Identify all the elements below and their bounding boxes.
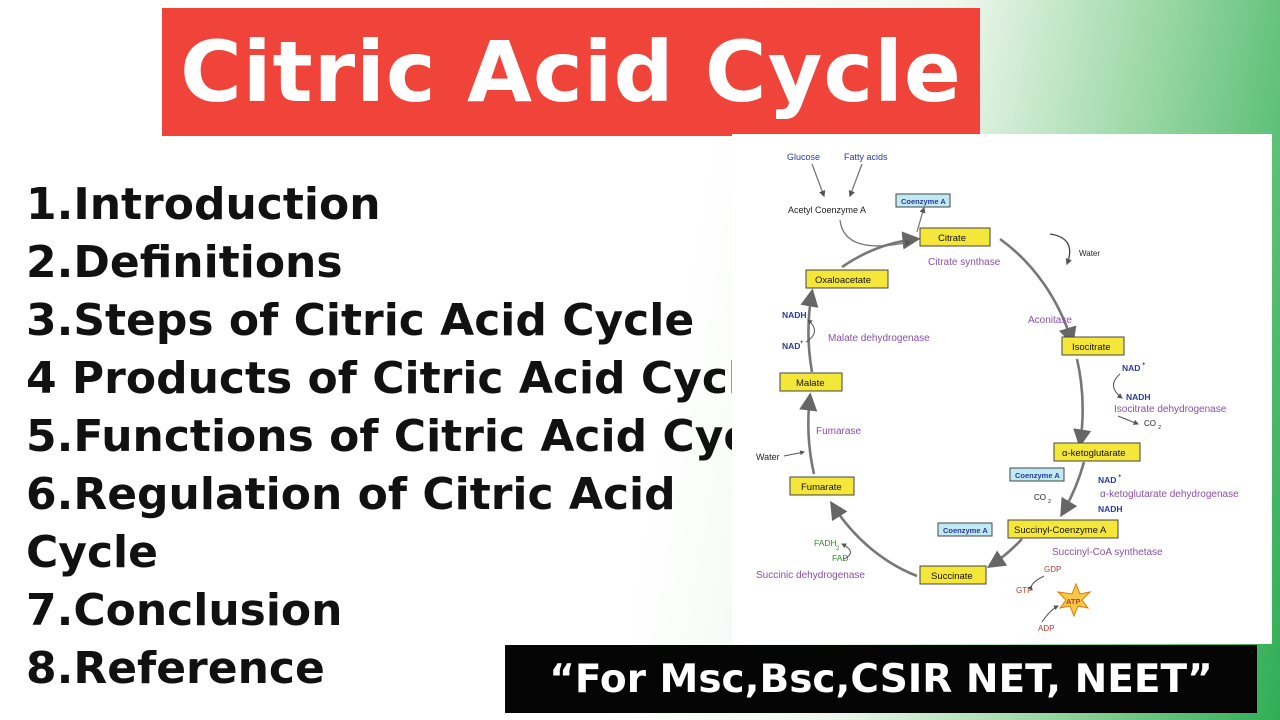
succinic-dh-label: Succinic dehydrogenase <box>756 570 865 581</box>
citrate-synthase-label: Citrate synthase <box>928 257 1001 268</box>
contents-item: 2.Definitions <box>26 237 343 288</box>
oxaloacetate-box <box>805 269 889 289</box>
fadh-label: FADH <box>814 538 837 548</box>
nad-label: NAD <box>782 341 800 351</box>
oxaloacetate-label: Oxaloacetate <box>815 275 871 286</box>
contents-item: 7.Conclusion <box>26 585 343 636</box>
fumarase-label: Fumarase <box>816 426 861 437</box>
acetyl-coa-label: Acetyl Coenzyme A <box>788 205 866 215</box>
cycle-arc <box>799 392 818 475</box>
coenzyme-a-label: Coenzyme A <box>901 197 946 206</box>
citrate-label: Citrate <box>938 233 966 244</box>
citric-acid-cycle-diagram: Glucose Fatty acids Acetyl Coenzyme A Co… <box>732 134 1272 644</box>
nadh-label: NADH <box>1126 392 1151 402</box>
isocitrate-dh-label: Isocitrate dehydrogenase <box>1114 404 1227 415</box>
contents-item: 8.Reference <box>26 643 325 694</box>
malate-box <box>779 372 843 392</box>
gdp-label: GDP <box>1044 565 1061 574</box>
glucose-label: Glucose <box>787 152 820 162</box>
svg-text:2: 2 <box>1048 499 1051 505</box>
cycle-arc <box>1073 358 1092 448</box>
aconitase-label: Aconitase <box>1028 315 1072 326</box>
co2-label: CO <box>1144 419 1156 428</box>
water-label: Water <box>756 452 780 462</box>
alpha-ketoglutarate-box <box>1053 442 1141 462</box>
gtp-label: GTP <box>1016 586 1032 595</box>
cycle-arc <box>841 231 921 269</box>
fatty-acids-label: Fatty acids <box>844 152 888 162</box>
akg-dh-label: α-ketoglutarate dehydrogenase <box>1100 489 1239 500</box>
contents-list: 1.Introduction 2.Definitions 3.Steps of … <box>26 176 794 698</box>
svg-text:2: 2 <box>1158 425 1161 431</box>
isocitrate-label: Isocitrate <box>1072 342 1111 353</box>
adp-label: ADP <box>1038 624 1054 633</box>
svg-text:2: 2 <box>836 546 840 552</box>
atp-label: ATP <box>1066 597 1080 606</box>
alpha-ketoglutarate-label: α-ketoglutarate <box>1062 448 1126 459</box>
title-banner: Citric Acid Cycle <box>162 8 980 136</box>
contents-item: Cycle <box>26 527 158 578</box>
succinate-box <box>919 565 987 585</box>
malate-dh-label: Malate dehydrogenase <box>828 333 930 344</box>
svg-text:+: + <box>1142 362 1146 368</box>
malate-label: Malate <box>796 378 825 389</box>
svg-text:+: + <box>1118 474 1122 480</box>
nadh-label: NADH <box>782 310 807 320</box>
atp-burst-icon <box>1056 582 1092 618</box>
fumarate-label: Fumarate <box>801 482 842 493</box>
water-label: Water <box>1079 249 1100 258</box>
coenzyme-a-label: Coenzyme A <box>943 526 988 535</box>
fumarate-box <box>789 476 855 496</box>
succinyl-coa-synthetase-label: Succinyl-CoA synthetase <box>1052 547 1163 558</box>
cycle-arc <box>986 538 1023 569</box>
nad-label: NAD <box>1098 475 1116 485</box>
contents-item: 5.Functions of Citric Acid Cycle <box>26 411 795 462</box>
nad-label: NAD <box>1122 363 1140 373</box>
svg-text:+: + <box>800 340 804 346</box>
succinate-label: Succinate <box>931 571 973 582</box>
contents-item: 6.Regulation of Citric Acid <box>26 469 676 520</box>
nadh-label: NADH <box>1098 504 1123 514</box>
audience-text: “For Msc,Bsc,CSIR NET, NEET” <box>549 656 1213 702</box>
cycle-arc <box>800 288 819 373</box>
coenzyme-a-box <box>1009 467 1065 482</box>
succinyl-coa-box <box>1007 519 1119 539</box>
co2-label: CO <box>1034 493 1046 502</box>
contents-item: 4 Products of Citric Acid Cycle <box>26 353 773 404</box>
fad-label: FAD <box>832 553 849 563</box>
coenzyme-a-label: Coenzyme A <box>1015 471 1060 480</box>
coenzyme-a-box <box>937 522 993 537</box>
cycle-arc <box>999 237 1077 346</box>
contents-item: 1.Introduction <box>26 179 381 230</box>
audience-badge: “For Msc,Bsc,CSIR NET, NEET” <box>505 645 1257 713</box>
cycle-arc <box>1060 461 1086 518</box>
contents-item: 3.Steps of Citric Acid Cycle <box>26 295 695 346</box>
cycle-arc <box>830 500 918 578</box>
cycle-svg: Glucose Fatty acids Acetyl Coenzyme A Co… <box>756 152 1239 633</box>
citrate-box <box>919 227 991 247</box>
succinyl-coa-label: Succinyl-Coenzyme A <box>1014 525 1107 536</box>
isocitrate-box <box>1061 336 1125 356</box>
page-title: Citric Acid Cycle <box>180 23 962 121</box>
